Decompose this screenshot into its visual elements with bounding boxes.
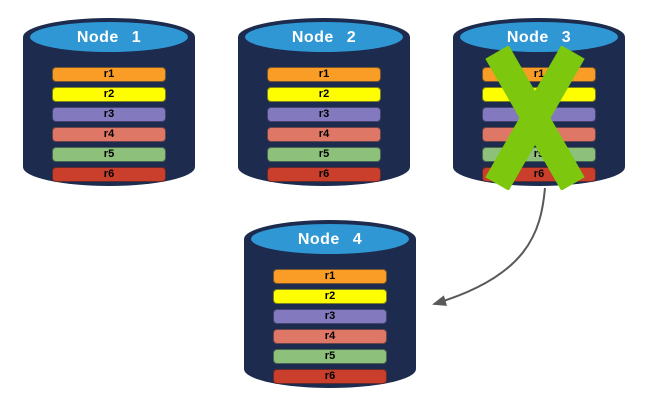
replica-row-r4: r4 — [267, 127, 381, 142]
node-title: Node 2 — [291, 29, 357, 46]
replica-row-r3: r3 — [52, 107, 166, 122]
replica-row-r6: r6 — [52, 167, 166, 182]
node-3: Node 3 r1 r2 r3 r4 r5 r6 — [450, 16, 628, 190]
replica-row-r1: r1 — [267, 67, 381, 82]
failure-x-icon — [485, 46, 585, 190]
replica-row-r5: r5 — [267, 147, 381, 162]
replica-row-r4: r4 — [273, 329, 387, 344]
database-cylinder-icon — [23, 18, 195, 186]
replica-row-r3: r3 — [273, 309, 387, 324]
replica-list: r1 r2 r3 r4 r5 r6 — [267, 67, 381, 187]
node-4: Node 4 r1 r2 r3 r4 r5 r6 — [241, 218, 419, 392]
replica-row-r2: r2 — [273, 289, 387, 304]
replica-row-r5: r5 — [52, 147, 166, 162]
replica-row-r3: r3 — [267, 107, 381, 122]
replica-row-r2: r2 — [267, 87, 381, 102]
replica-row-r1: r1 — [52, 67, 166, 82]
replica-list: r1 r2 r3 r4 r5 r6 — [273, 269, 387, 389]
replica-row-r6: r6 — [273, 369, 387, 384]
replica-row-r5: r5 — [273, 349, 387, 364]
database-cylinder-icon — [238, 18, 410, 186]
node-2: Node 2 r1 r2 r3 r4 r5 r6 — [235, 16, 413, 190]
replica-row-r6: r6 — [267, 167, 381, 182]
data-transfer-arrow-icon — [432, 187, 546, 306]
node-title: Node 3 — [506, 29, 572, 46]
replica-row-r1: r1 — [273, 269, 387, 284]
replica-row-r2: r2 — [52, 87, 166, 102]
node-title: Node 1 — [76, 29, 142, 46]
node-1: Node 1 r1 r2 r3 r4 r5 r6 — [20, 16, 198, 190]
node-title: Node 4 — [297, 231, 363, 248]
replica-list: r1 r2 r3 r4 r5 r6 — [52, 67, 166, 187]
replica-row-r4: r4 — [52, 127, 166, 142]
database-cylinder-icon — [244, 220, 416, 388]
